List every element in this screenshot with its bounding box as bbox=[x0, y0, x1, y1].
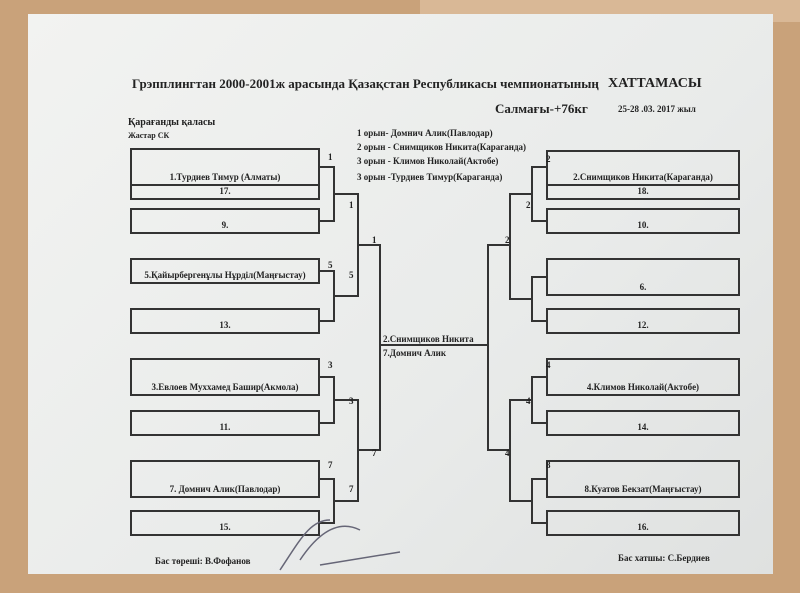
winner-r3: 2 bbox=[505, 235, 510, 245]
slot-right-6: 6. bbox=[546, 258, 740, 296]
winner-l8: 7 bbox=[328, 460, 333, 470]
winner-l7: 3 bbox=[349, 396, 354, 406]
finalist-1: 2.Снимщиков Никита bbox=[383, 334, 474, 344]
winner-l4: 5 bbox=[349, 270, 354, 280]
slot-right-16: 16. bbox=[546, 510, 740, 536]
city: Қарағанды қаласы bbox=[128, 117, 216, 128]
slot-left-1: 1.Турдиев Тимур (Алматы) bbox=[130, 148, 320, 186]
slot-right-18: 18. bbox=[546, 184, 740, 200]
place-1: 1 орын- Домнич Алик(Павлодар) bbox=[357, 128, 493, 138]
weight-class: Салмағы-+76кг bbox=[495, 101, 588, 116]
winner-l9: 7 bbox=[349, 484, 354, 494]
chief-referee: Бас төреші: В.Фофанов bbox=[155, 556, 251, 566]
slot-right-12: 12. bbox=[546, 308, 740, 334]
winner-l6: 3 bbox=[328, 360, 333, 370]
place-2: 2 орын - Снимщиков Никита(Караганда) bbox=[357, 142, 527, 152]
slot-left-3: 3.Евлоев Муххамед Башир(Акмола) bbox=[130, 358, 320, 396]
winner-r7: 4 bbox=[505, 448, 510, 458]
winner-r1: 2 bbox=[546, 154, 551, 164]
club: Жастар СК bbox=[128, 131, 170, 140]
slot-left-9: 9. bbox=[130, 208, 320, 234]
winner-l10: 7 bbox=[372, 448, 377, 458]
slot-left-5: 5.Қайырбергенұлы Нұрділ(Маңғыстау) bbox=[130, 258, 320, 284]
slot-right-10: 10. bbox=[546, 208, 740, 234]
winner-r4: 4 bbox=[546, 360, 551, 370]
doc-type: ХАТТАМАСЫ bbox=[608, 76, 702, 91]
winner-r5: 4 bbox=[526, 396, 531, 406]
slot-right-4: 4.Климов Николай(Актобе) bbox=[546, 358, 740, 396]
place-3a: 3 орын - Климов Николай(Актобе) bbox=[357, 156, 499, 166]
place-3b: 3 орын -Турдиев Тимур(Караганда) bbox=[357, 172, 503, 182]
slot-right-8: 8.Куатов Бекзат(Маңғыстау) bbox=[546, 460, 740, 498]
winner-l3: 5 bbox=[328, 260, 333, 270]
slot-left-11: 11. bbox=[130, 410, 320, 436]
doc-title: Грэпплингтан 2000-2001ж арасында Қазақст… bbox=[132, 76, 599, 91]
chief-secretary: Бас хатшы: С.Бердиев bbox=[618, 553, 710, 563]
winner-r2: 2 bbox=[526, 200, 531, 210]
finalist-2: 7.Домнич Алик bbox=[383, 348, 447, 358]
winner-l2: 1 bbox=[349, 200, 354, 210]
slot-left-7: 7. Домнич Алик(Павлодар) bbox=[130, 460, 320, 498]
winner-l1: 1 bbox=[328, 152, 333, 162]
date: 25-28 .03. 2017 жыл bbox=[618, 104, 696, 114]
slot-left-17: 17. bbox=[130, 184, 320, 200]
winner-r6: 8 bbox=[546, 460, 551, 470]
signature bbox=[279, 519, 401, 571]
slot-right-2: 2.Снимщиков Никита(Караганда) bbox=[546, 150, 740, 186]
winner-l5: 1 bbox=[372, 235, 377, 245]
slot-right-14: 14. bbox=[546, 410, 740, 436]
slot-left-13: 13. bbox=[130, 308, 320, 334]
